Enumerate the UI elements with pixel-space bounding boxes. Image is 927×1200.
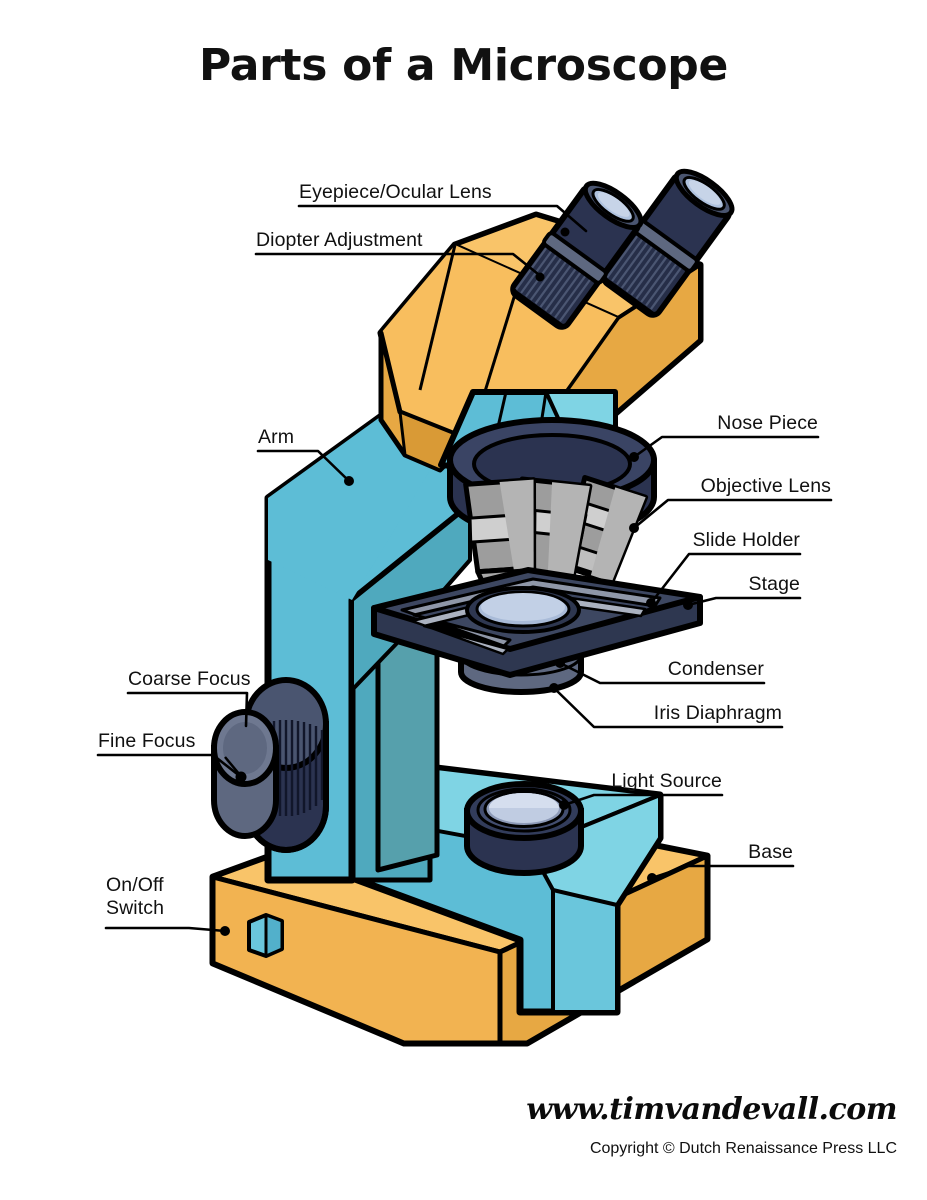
leader-diopter (254, 252, 545, 280)
leader-light-source (562, 793, 724, 807)
label-coarse-focus: Coarse Focus (128, 668, 251, 690)
label-onoff-switch-line2: Switch (106, 897, 165, 919)
label-light-source: Light Source (611, 770, 722, 792)
label-fine-focus: Fine Focus (98, 730, 196, 752)
onoff-switch[interactable] (247, 913, 284, 958)
stage (371, 567, 703, 678)
label-slide-holder: Slide Holder (692, 529, 800, 551)
light-source (464, 781, 584, 876)
leader-slide-holder (649, 552, 802, 605)
label-onoff-switch-line1: On/Off (106, 874, 164, 896)
fine-focus-knob[interactable] (211, 709, 279, 839)
leader-eyepiece (297, 204, 588, 233)
label-eyepiece: Eyepiece/Ocular Lens (299, 181, 492, 203)
label-diopter-adjustment: Diopter Adjustment (256, 229, 423, 251)
label-base: Base (748, 841, 793, 863)
leader-coarse-focus (126, 691, 249, 728)
leader-nose-piece (632, 435, 820, 459)
label-iris-diaphragm: Iris Diaphragm (653, 702, 782, 724)
leader-arm (256, 449, 351, 483)
leader-onoff (104, 926, 227, 933)
leader-fine-focus (96, 753, 243, 779)
label-arm: Arm (258, 426, 295, 448)
leader-lines (96, 204, 833, 933)
label-objective-lens: Objective Lens (700, 475, 831, 497)
eyepiece-ocular-lens (510, 168, 735, 330)
label-nose-piece: Nose Piece (717, 412, 818, 434)
leader-base (650, 864, 795, 880)
footer-copyright: Copyright © Dutch Renaissance Press LLC (589, 1140, 897, 1157)
label-stage: Stage (748, 573, 800, 595)
leader-objective-lens (632, 498, 833, 530)
focus-knobs[interactable] (211, 677, 329, 853)
leader-condenser (558, 661, 766, 685)
page-title: Parts of a Microscope (198, 40, 729, 91)
footer-website-url: www.timvandevall.com (526, 1092, 897, 1127)
leader-stage (686, 596, 802, 607)
label-condenser: Condenser (667, 658, 764, 680)
leader-iris (552, 686, 784, 729)
